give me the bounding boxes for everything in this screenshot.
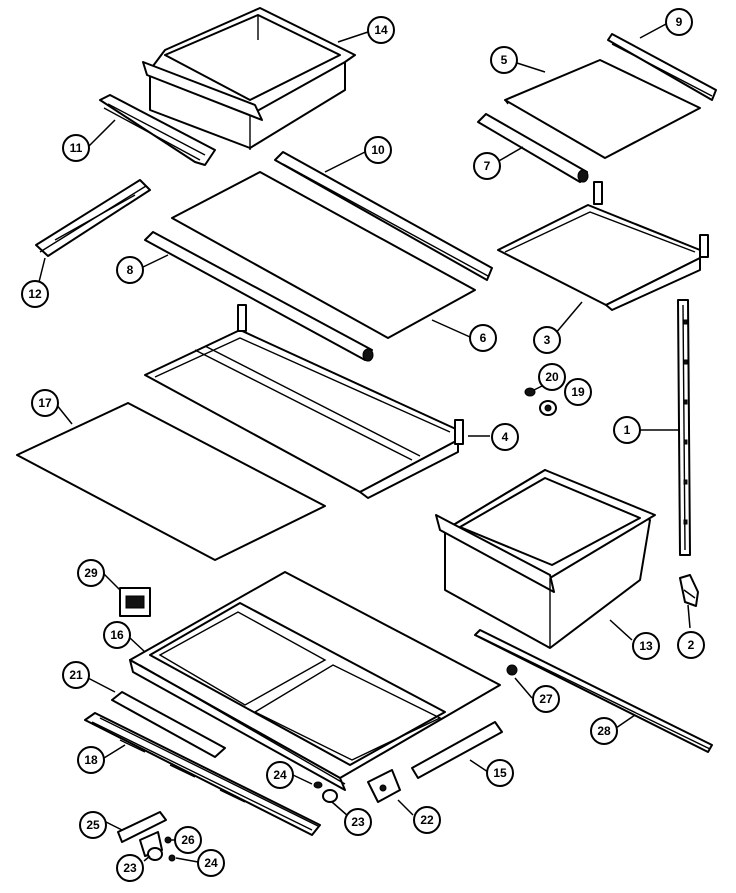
svg-text:21: 21 [69,668,83,682]
svg-text:25: 25 [86,818,100,832]
front-trim-tube [411,721,503,779]
svg-text:7: 7 [484,159,491,173]
callout-12: 12 [21,280,49,308]
screw-27 [506,664,518,676]
callout-20: 20 [538,363,566,391]
crisper-drawer-upper [142,7,356,150]
callout-10: 10 [364,136,392,164]
svg-text:3: 3 [544,333,551,347]
control-switch [119,587,151,617]
svg-text:1: 1 [624,423,631,437]
trim-strip-21 [111,691,226,758]
svg-text:2: 2 [688,638,695,652]
svg-text:23: 23 [351,815,365,829]
svg-text:24: 24 [204,856,218,870]
hinge-bracket-22 [367,769,401,803]
screw-20 [524,385,543,397]
shelf-frame-large [144,304,464,499]
toe-grille [84,712,321,836]
callout-7: 7 [473,152,501,180]
callout-23-lower: 23 [116,854,144,882]
callout-bubbles: 14 9 5 11 10 7 12 8 6 3 20 19 17 4 1 29 … [21,8,705,882]
callout-16: 16 [103,621,131,649]
svg-text:12: 12 [28,287,42,301]
shelf-trim-upper-right [607,33,717,101]
screw-24-lower [168,854,176,862]
callout-22: 22 [413,806,441,834]
glass-shelf-small [504,59,701,159]
svg-text:20: 20 [545,370,559,384]
svg-text:11: 11 [70,141,83,155]
callout-19: 19 [564,378,592,406]
callout-28: 28 [590,717,618,745]
crisper-cover-frame [129,571,501,791]
callout-21: 21 [62,661,90,689]
callout-13: 13 [632,632,660,660]
callout-8: 8 [116,256,144,284]
svg-text:22: 22 [420,813,434,827]
svg-text:14: 14 [374,23,388,37]
callout-29: 29 [77,559,105,587]
crisper-slide-rail [474,629,713,753]
svg-text:17: 17 [38,396,52,410]
callout-18: 18 [77,746,105,774]
callout-3: 3 [533,326,561,354]
callout-4: 4 [491,423,519,451]
callout-5: 5 [490,46,518,74]
glass-panel-crisper-cover [16,402,326,561]
callout-24-upper: 24 [266,761,294,789]
svg-text:6: 6 [480,331,487,345]
shelf-trim-large [144,231,374,362]
svg-text:4: 4 [502,430,509,444]
shelf-trim-small [477,113,589,183]
svg-text:15: 15 [493,766,507,780]
svg-text:28: 28 [597,724,611,738]
svg-text:26: 26 [181,833,195,847]
callout-25: 25 [79,811,107,839]
svg-text:23: 23 [123,861,137,875]
callout-6: 6 [469,324,497,352]
cap-19 [539,400,557,416]
svg-text:16: 16 [110,628,124,642]
crisper-drawer-lower [435,469,656,649]
svg-text:5: 5 [501,53,508,67]
svg-text:27: 27 [539,692,553,706]
callout-2: 2 [677,631,705,659]
screw-24-upper [313,781,323,789]
svg-text:18: 18 [84,753,98,767]
glass-shelf-large [171,171,476,339]
vertical-shelf-ladder [677,299,691,556]
callout-23-upper: 23 [344,808,372,836]
callout-9: 9 [665,8,693,36]
callout-27: 27 [532,685,560,713]
svg-text:10: 10 [371,143,385,157]
callout-15: 15 [486,759,514,787]
roller-23-upper [322,789,338,803]
leader-lines [36,23,691,863]
roller-23-lower [147,847,163,861]
callout-14: 14 [367,16,395,44]
callout-26: 26 [174,826,202,854]
callout-1: 1 [613,416,641,444]
callout-24-lower: 24 [197,849,225,877]
svg-text:9: 9 [676,15,683,29]
svg-text:19: 19 [571,385,585,399]
svg-text:13: 13 [639,639,653,653]
svg-text:8: 8 [127,263,134,277]
callout-11: 11 [62,134,90,162]
rail-support-bracket [679,574,699,607]
shelf-trim-long [274,151,493,281]
drawer-rail-left [99,94,216,166]
callout-17: 17 [31,389,59,417]
shelf-rail-left [35,179,151,257]
shelf-frame-small [497,181,709,311]
svg-text:29: 29 [84,566,98,580]
svg-text:24: 24 [273,768,287,782]
